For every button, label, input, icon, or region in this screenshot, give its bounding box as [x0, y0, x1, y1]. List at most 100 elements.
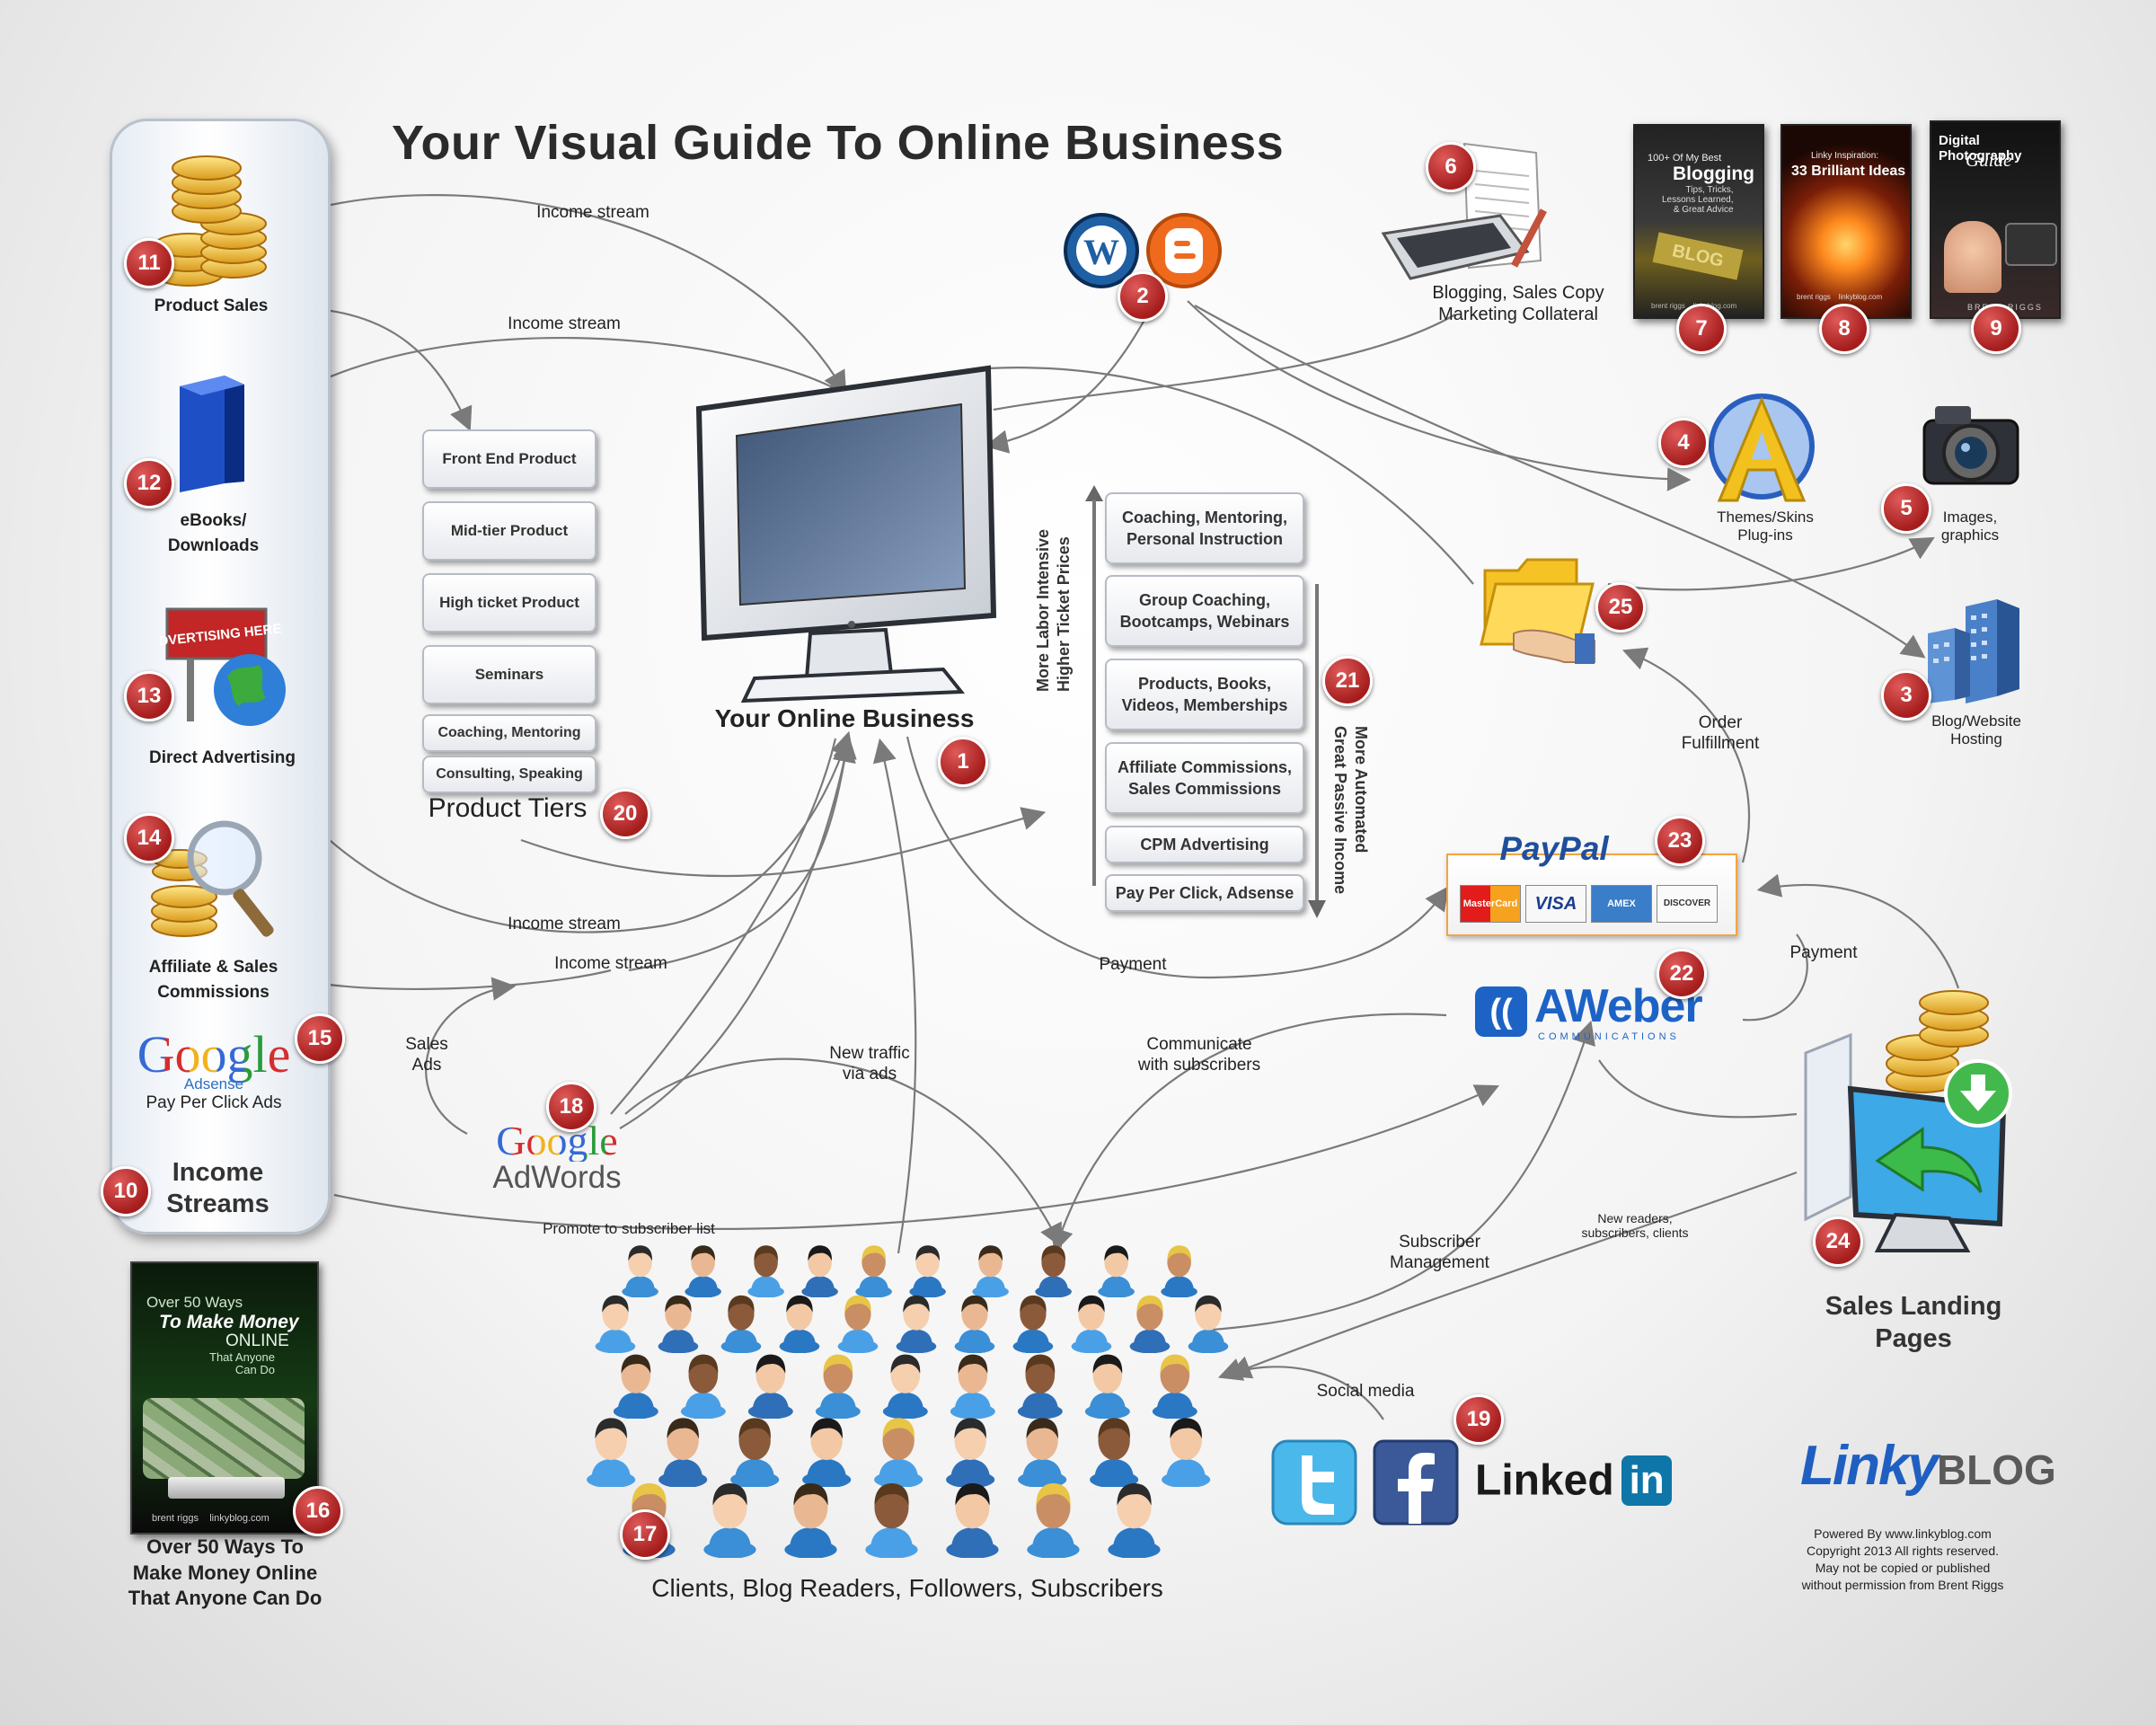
- rev-group-coaching: Group Coaching, Bootcamps, Webinars: [1105, 575, 1304, 647]
- linky-text: Linky: [1800, 1435, 1939, 1497]
- line-business-to-folder: [987, 367, 1474, 585]
- income-stream-label-4: Income stream: [554, 954, 667, 973]
- person-icon: [1017, 1354, 1063, 1419]
- book16-line2: To Make Money: [159, 1312, 299, 1332]
- tier-front-end: Front End Product: [422, 429, 596, 489]
- badge-4: 4: [1658, 418, 1709, 468]
- pay-per-click-label: Pay Per Click Ads: [146, 1093, 282, 1112]
- person-icon: [1018, 1418, 1067, 1488]
- card-discover: DISCOVER: [1657, 885, 1718, 923]
- direct-advertising-label: Direct Advertising: [149, 748, 296, 767]
- subscriber-management-label: Subscriber Management: [1390, 1233, 1489, 1272]
- order-fulfillment-label: Order Fulfillment: [1681, 713, 1760, 753]
- book9-line2: Guide: [1966, 149, 2012, 171]
- book16-line1: Over 50 Ways: [146, 1294, 243, 1311]
- card-visa: VISA: [1525, 885, 1586, 923]
- person-icon: [747, 1354, 793, 1419]
- book16-footer: brent riggs linkyblog.com: [152, 1513, 270, 1524]
- line-adwords-to-business: [619, 738, 856, 1129]
- book7-line1: 100+ Of My Best: [1648, 153, 1722, 164]
- book-make-money-cover: Over 50 Ways To Make Money ONLINE That A…: [130, 1261, 319, 1535]
- badge-8: 8: [1819, 304, 1869, 354]
- blog-text: BLOG: [1936, 1446, 2056, 1493]
- badge-14: 14: [124, 813, 174, 863]
- linkedin-text: Linked: [1475, 1456, 1614, 1505]
- line-aweber-to-paypal: [1742, 933, 1808, 1022]
- person-icon: [613, 1354, 658, 1419]
- line-ebooks-to-business: [287, 336, 852, 398]
- line-blog-to-themes: [1187, 300, 1692, 491]
- tier-coaching: Coaching, Mentoring: [422, 714, 596, 752]
- keyboard-document-icon: [1381, 142, 1547, 280]
- higher-ticket-line: Higher Ticket Prices: [1055, 536, 1074, 692]
- book7-stamp: BLOG: [1652, 232, 1744, 280]
- badge-5: 5: [1881, 483, 1931, 534]
- landing-page-icon: [1804, 990, 2012, 1252]
- line-aweber-to-audience: [1050, 1013, 1447, 1253]
- badge-13: 13: [124, 671, 174, 721]
- person-icon: [882, 1354, 928, 1419]
- ampache-logo-icon: [1709, 394, 1815, 502]
- communicate-label: Communicate with subscribers: [1137, 1035, 1261, 1075]
- passive-income-line: Great Passive Income: [1330, 726, 1349, 895]
- book-blogging-cover: 100+ Of My Best Blogging Tips, Tricks, L…: [1633, 124, 1764, 319]
- book-inspiration-cover: Linky Inspiration: 33 Brilliant Ideas br…: [1780, 124, 1912, 319]
- line-sidebar-to-aweber: [333, 1084, 1499, 1230]
- line-landing-to-paypal: [1756, 873, 1960, 989]
- line-affiliate-to-business: [296, 969, 612, 990]
- badge-20: 20: [600, 789, 650, 839]
- line-landing-to-aweber: [1598, 1059, 1798, 1119]
- line-business-to-paypal: [906, 736, 1449, 979]
- person-icon: [1162, 1418, 1211, 1488]
- audience-label: Clients, Blog Readers, Followers, Subscr…: [651, 1574, 1163, 1602]
- book16-line3: ONLINE: [225, 1331, 289, 1350]
- person-icon: [730, 1418, 780, 1488]
- linkyblog-logo: LinkyBLOG: [1800, 1434, 2056, 1498]
- line-tiers-to-ladder: [520, 807, 1047, 878]
- person-icon: [874, 1418, 923, 1488]
- money-pile: [143, 1398, 305, 1479]
- line-folder-to-images: [1607, 536, 1935, 591]
- book-photography-cover: Digital Photography Guide BRENT RIGGS: [1930, 120, 2061, 319]
- tier-mid: Mid-tier Product: [422, 501, 596, 561]
- badge-25: 25: [1595, 582, 1646, 632]
- person-icon: [946, 1482, 999, 1558]
- line-landing-to-audience: [1226, 1171, 1798, 1379]
- person-icon: [779, 1295, 820, 1353]
- person-icon: [837, 1295, 879, 1353]
- person-icon: [720, 1295, 762, 1353]
- line-adwords-to-business-2: [610, 738, 837, 1115]
- audience-crowd: [584, 1240, 1231, 1563]
- income-stream-label-3: Income stream: [508, 915, 621, 933]
- social-media-label: Social media: [1316, 1382, 1415, 1401]
- promote-label: Promote to subscriber list: [543, 1220, 715, 1237]
- monitor-icon: [695, 365, 997, 703]
- themes-label: Themes/Skins Plug-ins: [1717, 509, 1814, 544]
- person-icon: [801, 1245, 838, 1297]
- rev-affiliate: Affiliate Commissions, Sales Commissions: [1105, 742, 1304, 814]
- book7-line2: Blogging: [1673, 164, 1754, 184]
- blogger-icon: [1146, 213, 1222, 288]
- ladder-up-arrow: [1085, 485, 1103, 886]
- line-blog-to-hosting: [1194, 305, 1926, 659]
- badge-3: 3: [1881, 670, 1931, 721]
- product-sales-label: Product Sales: [154, 296, 269, 315]
- camera-icon: [1922, 406, 2019, 485]
- payment-label-1: Payment: [1099, 955, 1167, 974]
- person-icon: [784, 1482, 837, 1558]
- ebooks-label: eBooks/ Downloads: [167, 511, 260, 555]
- person-icon: [1188, 1295, 1229, 1353]
- new-readers-label: New readers, subscribers, clients: [1581, 1211, 1689, 1241]
- tier-seminars: Seminars: [422, 645, 596, 704]
- badge-2: 2: [1118, 271, 1168, 322]
- person-icon: [909, 1245, 946, 1297]
- person-icon: [896, 1295, 937, 1353]
- page-title: Your Visual Guide To Online Business: [392, 116, 1285, 170]
- ebook-box-icon: [180, 376, 244, 492]
- rev-cpm: CPM Advertising: [1105, 826, 1304, 863]
- rev-ppc: Pay Per Click, Adsense: [1105, 874, 1304, 912]
- aweber-logo: (( AWeber COMMUNICATIONS: [1473, 979, 1743, 1051]
- person-icon: [622, 1245, 658, 1297]
- person-icon: [685, 1245, 721, 1297]
